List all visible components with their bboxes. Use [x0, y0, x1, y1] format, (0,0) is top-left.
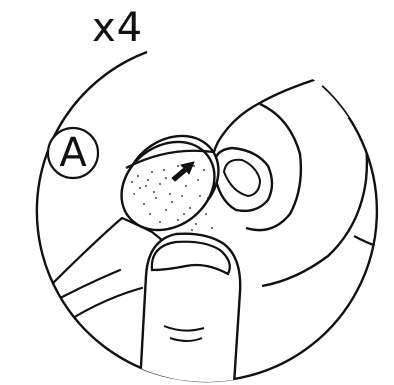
hands-group [20, 74, 394, 384]
felt-pad [104, 118, 236, 249]
quantity-label: x4 [92, 8, 143, 48]
step-label: A [48, 128, 98, 178]
